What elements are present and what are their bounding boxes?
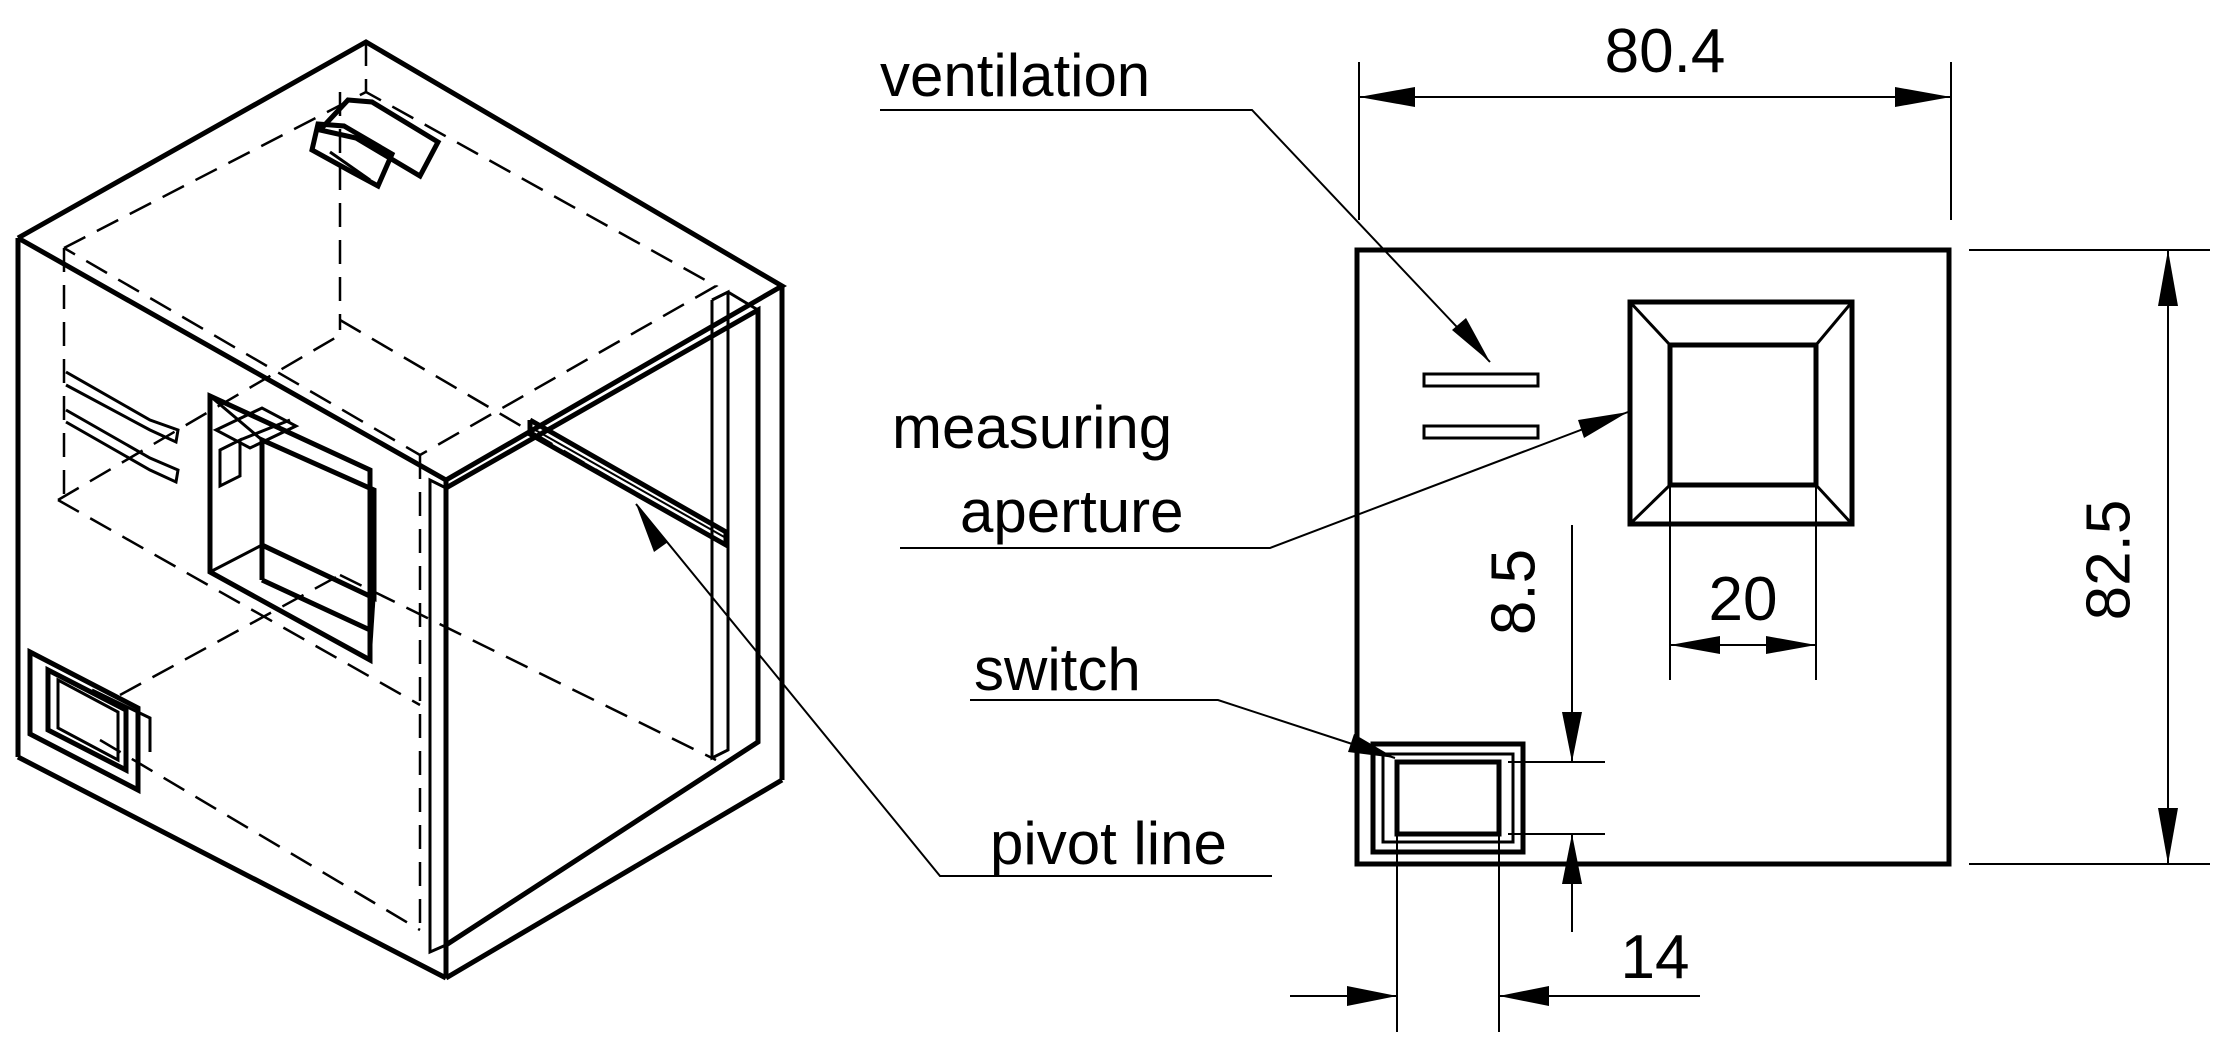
label-aperture: aperture: [960, 478, 1183, 545]
label-measuring-aperture-group: measuring aperture: [892, 394, 1629, 549]
dim-aperture-text: 20: [1709, 565, 1778, 634]
label-switch: switch: [974, 636, 1141, 703]
dimension-aperture: 20: [1669, 485, 1817, 680]
dim-switch-width-text: 14: [1621, 923, 1690, 992]
hidden-edges: [57, 42, 719, 932]
dim-switch-height-text: 8.5: [1479, 549, 1548, 635]
top-vent-slot: [309, 97, 442, 190]
measuring-aperture: [1627, 299, 1855, 527]
dimension-switch-height: 8.5: [1479, 525, 1605, 932]
vent-slot-lower: [1422, 424, 1540, 440]
label-switch-group: switch: [970, 636, 1396, 759]
dimension-width: 80.4: [1358, 17, 1952, 220]
pivot-rail: [527, 417, 729, 550]
front-panel: [1354, 247, 1952, 867]
side-vent-slots: [65, 370, 180, 485]
door-panel: [428, 289, 761, 955]
dim-width-text: 80.4: [1605, 17, 1726, 86]
dimension-switch-width: 14: [1290, 834, 1700, 1032]
switch-outline: [1370, 741, 1526, 855]
dimension-height: 82.5: [1969, 249, 2210, 865]
label-ventilation-group: ventilation: [880, 42, 1491, 363]
label-pivot-line: pivot line: [990, 810, 1227, 877]
vent-slot-upper: [1422, 372, 1540, 388]
dim-height-text: 82.5: [2074, 500, 2143, 621]
isometric-view: [15, 39, 787, 981]
label-ventilation: ventilation: [880, 42, 1150, 109]
front-view: [1354, 247, 1952, 867]
label-measuring: measuring: [892, 394, 1172, 461]
iso-measuring-aperture: [207, 392, 377, 665]
iso-switch: [27, 647, 152, 795]
label-pivot-line-group: pivot line: [635, 503, 1272, 877]
